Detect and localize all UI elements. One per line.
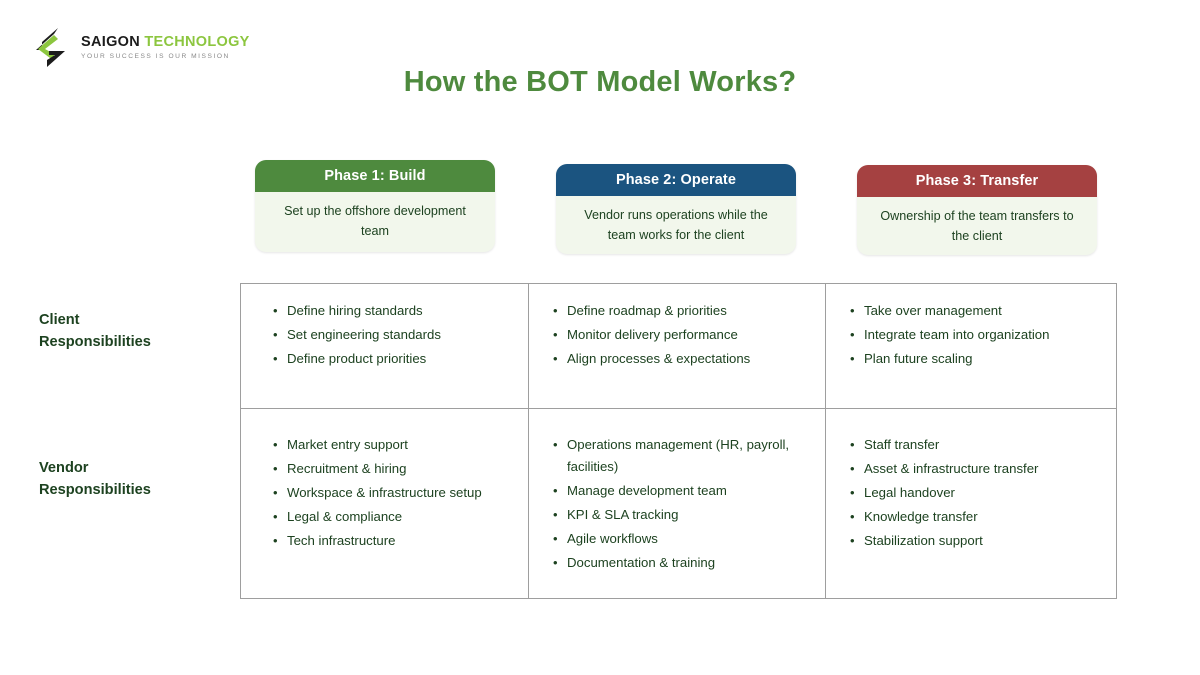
list-item: Market entry support — [273, 433, 518, 456]
list-item: Legal & compliance — [273, 506, 518, 528]
list-item: Integrate team into organization — [850, 324, 1106, 346]
row-label-client-line2: Responsibilities — [39, 333, 151, 350]
phase-card-1-title: Phase 1: Build — [324, 168, 426, 184]
page-title: How the BOT Model Works? — [403, 66, 797, 98]
list-item: Workspace & infrastructure setup — [273, 482, 518, 504]
list-item: Asset & infrastructure transfer — [850, 458, 1106, 480]
matrix-cell-vendor-phase1: Market entry supportRecruitment & hiring… — [241, 409, 528, 598]
phase-card-3-description: Ownership of the team transfers to the c… — [880, 209, 1074, 244]
list-item: Set engineering standards — [273, 324, 518, 346]
row-label-vendor-line1: Vendor — [39, 460, 89, 476]
brand-logo: SAIGON TECHNOLOGY YOUR SUCCESS IS OUR MI… — [32, 27, 250, 69]
row-label-client-line1: Client — [39, 312, 80, 328]
matrix-row-client: Define hiring standardsSet engineering s… — [241, 284, 1116, 408]
list-item: KPI & SLA tracking — [553, 504, 815, 526]
responsibilities-matrix: Define hiring standardsSet engineering s… — [240, 283, 1117, 599]
phase-card-2-description: Vendor runs operations while the team wo… — [584, 208, 768, 243]
phase-card-1-description: Set up the offshore development team — [284, 204, 466, 239]
phase-card-3: Phase 3: Transfer Ownership of the team … — [857, 165, 1097, 255]
list-client-phase3: Take over managementIntegrate team into … — [836, 299, 1106, 370]
phase-card-2-header: Phase 2: Operate — [556, 164, 796, 196]
list-item: Tech infrastructure — [273, 530, 518, 552]
list-item: Align processes & expectations — [553, 348, 815, 370]
matrix-cell-client-phase3: Take over managementIntegrate team into … — [825, 284, 1116, 408]
matrix-cell-vendor-phase2: Operations management (HR, payroll, faci… — [528, 409, 825, 598]
phase-card-3-title: Phase 3: Transfer — [915, 173, 1039, 189]
matrix-cell-client-phase2: Define roadmap & prioritiesMonitor deliv… — [528, 284, 825, 408]
list-item: Staff transfer — [850, 433, 1106, 456]
list-item: Plan future scaling — [850, 348, 1106, 370]
phase-card-1: Phase 1: Build Set up the offshore devel… — [255, 160, 495, 252]
list-item: Define product priorities — [273, 348, 518, 370]
list-vendor-phase2: Operations management (HR, payroll, faci… — [539, 433, 815, 574]
list-item: Legal handover — [850, 482, 1106, 504]
brand-logo-text: SAIGON TECHNOLOGY YOUR SUCCESS IS OUR MI… — [81, 35, 250, 60]
list-client-phase1: Define hiring standardsSet engineering s… — [251, 299, 518, 370]
list-item: Stabilization support — [850, 530, 1106, 552]
list-item: Define hiring standards — [273, 299, 518, 322]
brand-name-part1: SAIGON — [81, 34, 140, 51]
phase-card-2: Phase 2: Operate Vendor runs operations … — [556, 164, 796, 254]
phase-card-3-header: Phase 3: Transfer — [857, 165, 1097, 197]
saigon-technology-logo-icon — [36, 28, 65, 67]
list-item: Recruitment & hiring — [273, 458, 518, 480]
list-item: Operations management (HR, payroll, faci… — [553, 433, 815, 478]
row-label-client: Client Responsibilities — [39, 310, 229, 354]
row-label-vendor-line2: Responsibilities — [39, 481, 151, 498]
phase-cards: Phase 1: Build Set up the offshore devel… — [240, 160, 1120, 260]
list-item: Manage development team — [553, 480, 815, 502]
matrix-row-vendor: Market entry supportRecruitment & hiring… — [241, 408, 1116, 598]
row-label-vendor: Vendor Responsibilities — [39, 458, 229, 502]
phase-card-2-title: Phase 2: Operate — [615, 172, 737, 188]
list-item: Knowledge transfer — [850, 506, 1106, 528]
list-vendor-phase1: Market entry supportRecruitment & hiring… — [251, 433, 518, 552]
brand-name-part2: TECHNOLOGY — [144, 34, 250, 51]
matrix-cell-vendor-phase3: Staff transferAsset & infrastructure tra… — [825, 409, 1116, 598]
brand-tagline: YOUR SUCCESS IS OUR MISSION — [81, 52, 230, 60]
list-vendor-phase3: Staff transferAsset & infrastructure tra… — [836, 433, 1106, 552]
phase-card-1-header: Phase 1: Build — [255, 160, 495, 192]
list-item: Define roadmap & priorities — [553, 299, 815, 322]
matrix-cell-client-phase1: Define hiring standardsSet engineering s… — [241, 284, 528, 408]
brand-name: SAIGON TECHNOLOGY — [81, 35, 250, 50]
list-item: Monitor delivery performance — [553, 324, 815, 346]
list-item: Documentation & training — [553, 552, 815, 574]
list-item: Agile workflows — [553, 528, 815, 550]
list-item: Take over management — [850, 299, 1106, 322]
list-client-phase2: Define roadmap & prioritiesMonitor deliv… — [539, 299, 815, 370]
